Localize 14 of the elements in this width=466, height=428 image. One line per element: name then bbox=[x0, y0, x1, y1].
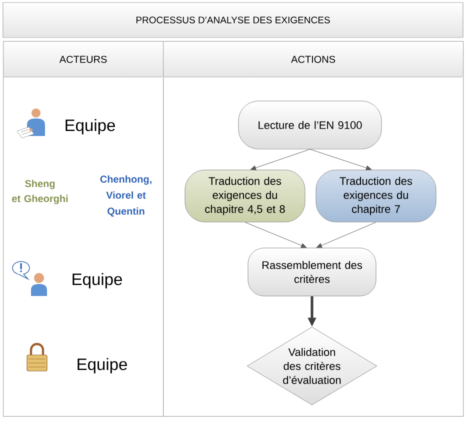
actor-label: Equipe bbox=[66, 119, 115, 134]
actor-label: Sheng et Gheorghi bbox=[12, 180, 68, 204]
actor-label: Chenhong, Viorel et Quentin bbox=[100, 175, 152, 217]
arrow bbox=[250, 149, 310, 170]
arrow bbox=[310, 149, 372, 170]
arrow bbox=[244, 222, 307, 248]
arrow bbox=[316, 222, 376, 248]
rounded-process-box: Rassemblement des critères bbox=[248, 248, 376, 296]
title-bar: PROCESSUS D’ANALYSE DES EXIGENCES bbox=[2, 2, 464, 38]
rounded-process-box: Traduction des exigences du chapitre 4,5 et 8 bbox=[184, 170, 306, 222]
rounded-process-box: Traduction des exigences du chapitre 7 bbox=[316, 170, 436, 222]
actor-label: Equipe bbox=[72, 273, 122, 288]
actor-label: Equipe bbox=[78, 358, 127, 374]
rounded-process-box: Lecture de l’EN 9100 bbox=[238, 100, 382, 150]
